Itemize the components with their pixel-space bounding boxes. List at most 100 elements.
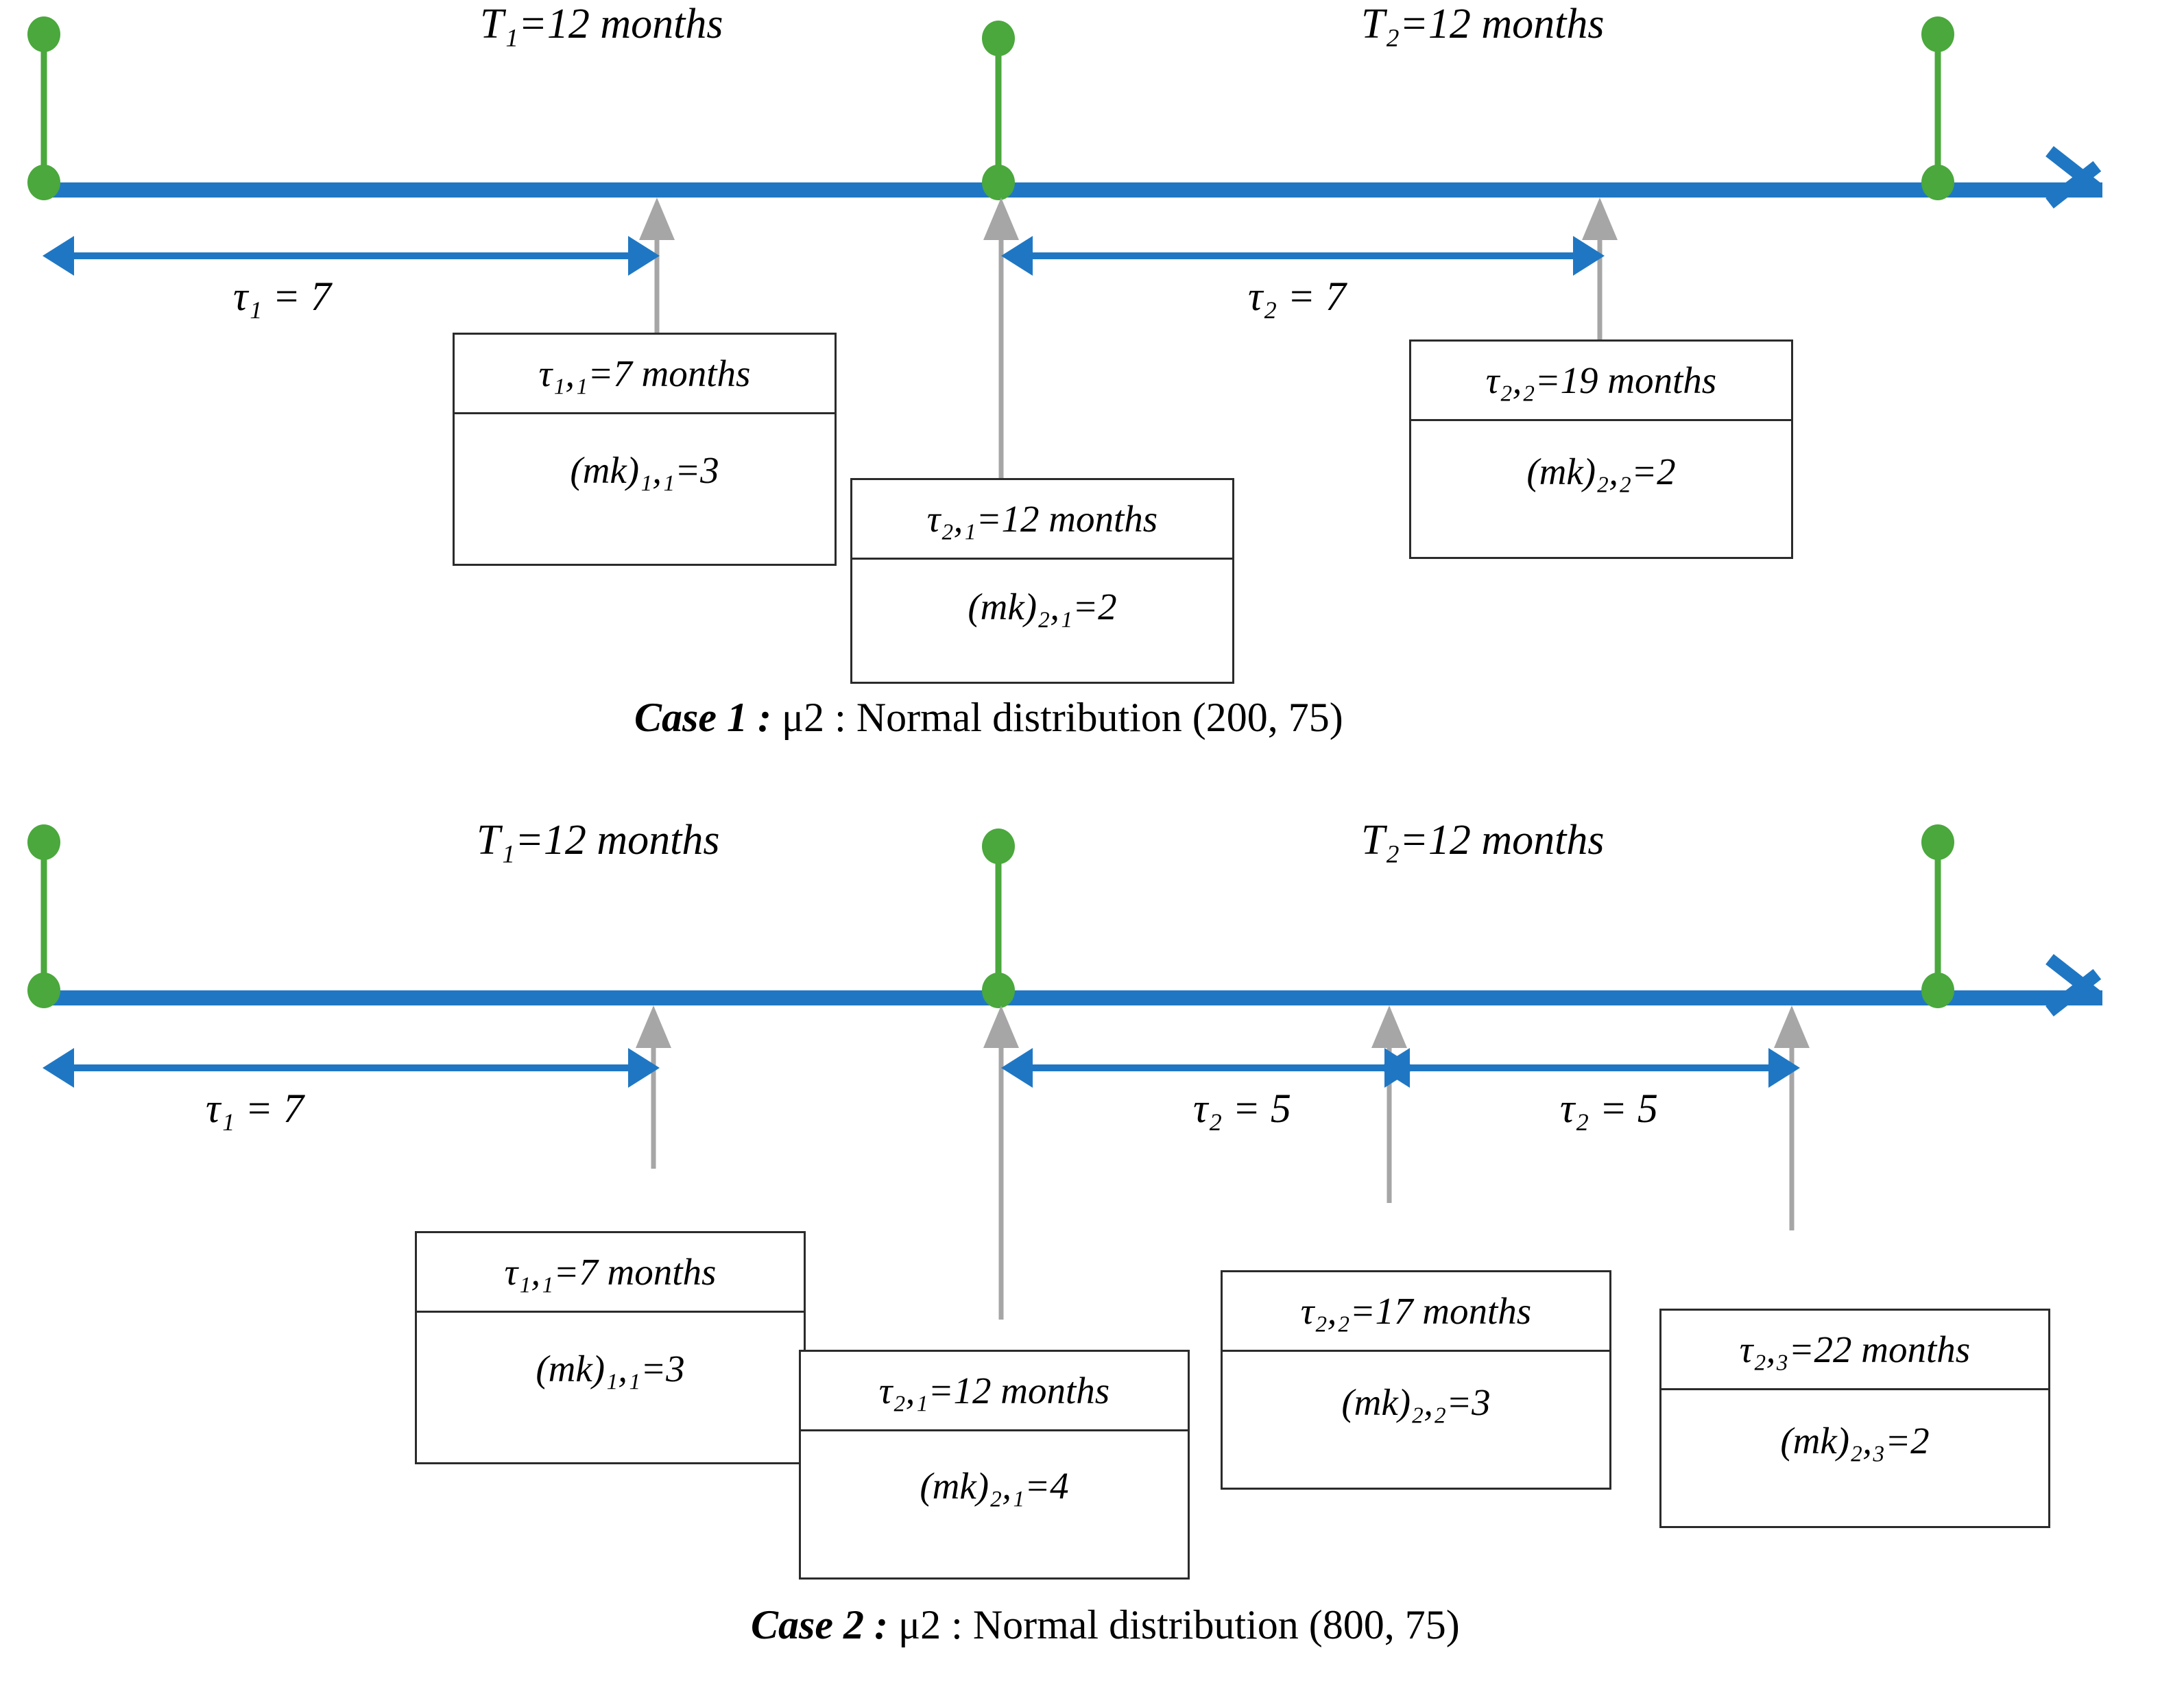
event-tick-arrowhead: [636, 1005, 671, 1048]
measure-arrowhead-left: [43, 236, 74, 276]
measure-arrowhead-right: [1768, 1048, 1800, 1088]
period-label-T2: T₂=12 months: [1361, 817, 1605, 863]
case-1-caption-prefix: Case 1 :: [634, 695, 771, 740]
info-box-mk: (mk)₂,₁=2: [968, 585, 1117, 628]
milestone-pin-middle: [982, 829, 1015, 1008]
event-tick-3: [1581, 198, 1619, 347]
info-box-mk: (mk)₂,₂=2: [1526, 450, 1676, 492]
info-box-tau: τ₂,₂=19 months: [1411, 342, 1791, 421]
milestone-pin-end: [1921, 824, 1954, 1008]
tau-label-2: τ₂ = 7: [1248, 274, 1346, 319]
event-tick-arrowhead: [639, 198, 675, 240]
measure-arrow-tau2: [1001, 236, 1605, 276]
event-tick-arrowhead: [983, 1005, 1019, 1048]
info-box-2-1: τ₂,₁=12 months (mk)₂,₁=4: [799, 1350, 1190, 1580]
milestone-stem: [1934, 857, 1941, 978]
case-2-caption-prefix: Case 2 :: [751, 1602, 888, 1647]
tau-label-1: τ₁ = 7: [206, 1086, 304, 1131]
measure-arrow-tau1: [43, 236, 660, 276]
measure-bar: [1406, 1064, 1773, 1071]
milestone-pin-middle: [982, 21, 1015, 200]
period-label-T1: T₁=12 months: [480, 1, 723, 47]
measure-arrowhead-left: [43, 1048, 74, 1088]
case-1-caption-rest: μ2 : Normal distribution (200, 75): [771, 695, 1343, 740]
measure-bar: [1029, 1064, 1389, 1071]
measure-bar: [1029, 252, 1577, 259]
info-box-mk: (mk)₁,₁=3: [536, 1347, 685, 1390]
info-box-tau: τ₂,₃=22 months: [1661, 1311, 2048, 1390]
info-box-mk: (mk)₂,₂=3: [1341, 1381, 1491, 1423]
info-box-2-1: τ₂,₁=12 months (mk)₂,₁=2: [850, 478, 1234, 684]
milestone-stem: [40, 857, 47, 978]
measure-arrowhead-right: [628, 236, 660, 276]
event-tick-shaft: [998, 1045, 1004, 1320]
info-box-mk: (mk)₁,₁=3: [570, 449, 719, 491]
milestone-stem: [40, 49, 47, 170]
milestone-stem: [1934, 49, 1941, 170]
info-box-2-2: τ₂,₂=17 months (mk)₂,₂=3: [1221, 1270, 1611, 1490]
info-box-tau: τ₁,₁=7 months: [455, 335, 835, 414]
event-tick-arrowhead: [1582, 198, 1618, 240]
info-box-mk: (mk)₂,₃=2: [1780, 1419, 1930, 1462]
milestone-dot-top: [1921, 16, 1954, 52]
event-tick-2: [982, 1005, 1020, 1320]
event-tick-arrowhead: [983, 198, 1019, 240]
milestone-dot-bottom: [1921, 165, 1954, 200]
measure-arrowhead-right: [1573, 236, 1605, 276]
info-box-1-1: τ₁,₁=7 months (mk)₁,₁=3: [415, 1231, 806, 1464]
event-tick-shaft: [1387, 1045, 1392, 1203]
case-1-caption: Case 1 : μ2 : Normal distribution (200, …: [634, 694, 1343, 741]
timeline-axis: [38, 182, 2102, 198]
event-tick-1: [634, 1005, 673, 1169]
milestone-dot-top: [982, 21, 1015, 56]
milestone-stem: [995, 861, 1002, 978]
event-tick-shaft: [1789, 1045, 1795, 1230]
timeline-axis: [38, 990, 2102, 1005]
milestone-dot-bottom: [982, 165, 1015, 200]
milestone-dot-top: [1921, 824, 1954, 860]
event-tick-shaft: [1597, 237, 1603, 347]
milestone-dot-top: [27, 16, 60, 52]
case-2-caption: Case 2 : μ2 : Normal distribution (800, …: [751, 1601, 1460, 1649]
milestone-stem: [995, 53, 1002, 170]
milestone-dot-top: [982, 829, 1015, 864]
case-2-panel: T₁=12 months T₂=12 months: [0, 816, 2184, 1692]
info-box-1-1: τ₁,₁=7 months (mk)₁,₁=3: [453, 333, 837, 566]
tau-label-2a: τ₂ = 5: [1193, 1086, 1291, 1131]
milestone-dot-bottom: [27, 165, 60, 200]
measure-bar: [70, 252, 632, 259]
event-tick-2: [982, 198, 1020, 505]
milestone-dot-bottom: [1921, 973, 1954, 1008]
tau-label-1: τ₁ = 7: [233, 274, 331, 319]
measure-arrowhead-left: [1001, 236, 1033, 276]
info-box-tau: τ₁,₁=7 months: [417, 1233, 804, 1313]
milestone-dot-bottom: [982, 973, 1015, 1008]
measure-arrowhead-right: [628, 1048, 660, 1088]
tau-label-2b: τ₂ = 5: [1560, 1086, 1658, 1131]
measure-bar: [70, 1064, 632, 1071]
milestone-pin-end: [1921, 16, 1954, 200]
info-box-tau: τ₂,₁=12 months: [852, 480, 1232, 560]
event-tick-shaft: [651, 1045, 656, 1169]
event-tick-arrowhead: [1371, 1005, 1407, 1048]
case-1-panel: T₁=12 months T₂=12 months: [0, 0, 2184, 775]
info-box-mk: (mk)₂,₁=4: [920, 1465, 1069, 1507]
event-tick-arrowhead: [1774, 1005, 1810, 1048]
measure-arrowhead-left: [1001, 1048, 1033, 1088]
info-box-tau: τ₂,₂=17 months: [1223, 1272, 1609, 1352]
period-label-T2: T₂=12 months: [1361, 1, 1605, 47]
case-2-caption-rest: μ2 : Normal distribution (800, 75): [887, 1602, 1460, 1647]
measure-arrow-tau2a: [1001, 1048, 1416, 1088]
milestone-pin-start: [27, 16, 60, 200]
milestone-dot-bottom: [27, 973, 60, 1008]
event-tick-3: [1370, 1005, 1408, 1203]
info-box-tau: τ₂,₁=12 months: [801, 1352, 1188, 1431]
milestone-dot-top: [27, 824, 60, 860]
measure-arrow-tau2b: [1378, 1048, 1800, 1088]
period-label-T1: T₁=12 months: [477, 817, 720, 863]
event-tick-shaft: [654, 237, 660, 361]
milestone-pin-start: [27, 824, 60, 1008]
info-box-2-3: τ₂,₃=22 months (mk)₂,₃=2: [1659, 1309, 2050, 1528]
event-tick-1: [638, 198, 676, 361]
event-tick-shaft: [998, 237, 1004, 505]
